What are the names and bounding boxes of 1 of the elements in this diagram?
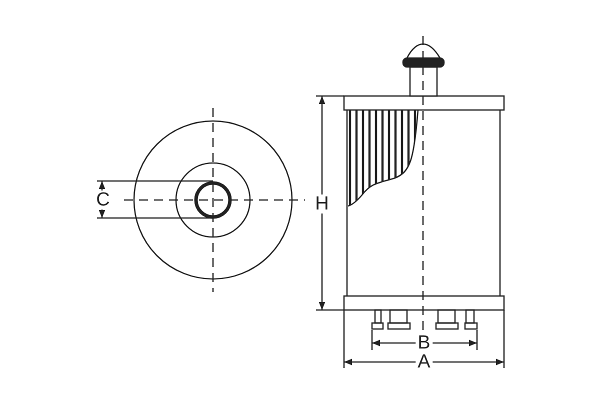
dimension-label: C [94, 190, 112, 210]
